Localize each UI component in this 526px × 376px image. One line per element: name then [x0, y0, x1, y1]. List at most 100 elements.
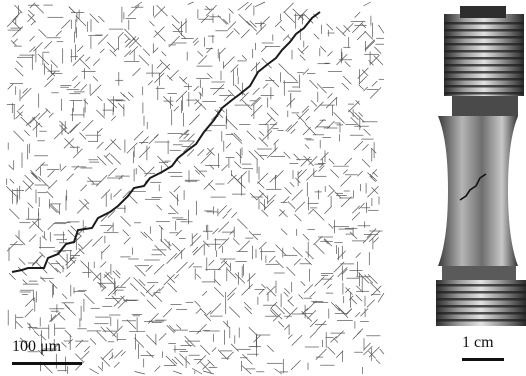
microcrack-segment: [28, 15, 35, 22]
microcrack-segment: [213, 84, 224, 95]
microcrack-segment: [371, 55, 380, 64]
microcrack-segment: [30, 36, 35, 41]
microcrack-segment: [77, 203, 87, 213]
microcrack-segment: [201, 153, 212, 164]
microcrack-segment: [362, 144, 368, 150]
microcrack-segment: [292, 190, 303, 201]
microcrack-segment: [364, 87, 368, 91]
microcrack-segment: [15, 68, 23, 76]
microcrack-segment: [357, 31, 366, 40]
microcrack-segment: [358, 171, 363, 176]
microcrack-segment: [189, 263, 194, 268]
microcrack-segment: [188, 134, 195, 141]
microcrack-segment: [313, 236, 322, 245]
microcrack-segment: [290, 182, 294, 186]
microcrack-segment: [328, 51, 333, 56]
microcrack-segment: [327, 121, 335, 129]
microcrack-segment: [72, 76, 77, 81]
microcrack-segment: [149, 21, 154, 26]
microcrack-field: [6, 2, 384, 374]
microcrack-segment: [345, 62, 351, 67]
microcrack-segment: [61, 166, 66, 171]
microcrack-segment: [212, 348, 216, 352]
microcrack-segment: [97, 96, 102, 101]
microcrack-segment: [369, 60, 374, 65]
microcrack-segment: [345, 158, 352, 165]
microcrack-segment: [326, 24, 333, 30]
microcrack-segment: [147, 300, 156, 309]
microcrack-segment: [275, 20, 282, 27]
microcrack-segment: [227, 352, 233, 358]
microcrack-segment: [82, 239, 92, 249]
microcrack-segment: [284, 3, 294, 13]
microcrack-segment: [202, 362, 210, 370]
microcrack-segment: [49, 281, 57, 289]
microcrack-segment: [82, 120, 93, 131]
thread-ridge: [436, 291, 526, 294]
microcrack-segment: [77, 46, 83, 52]
microcrack-segment: [249, 231, 258, 240]
microcrack-segment: [74, 82, 80, 88]
microcrack-segment: [351, 299, 357, 305]
microcrack-segment: [139, 55, 149, 65]
microcrack-segment: [369, 351, 376, 358]
microcrack-segment: [81, 84, 87, 90]
microcrack-segment: [295, 214, 302, 221]
microcrack-segment: [49, 205, 57, 213]
microcrack-segment: [169, 70, 178, 79]
microcrack-segment: [145, 167, 155, 177]
microcrack-segment: [189, 115, 199, 125]
microcrack-segment: [111, 140, 121, 150]
microcrack-segment: [114, 362, 119, 367]
microcrack-segment: [74, 166, 78, 170]
microcrack-segment: [229, 307, 240, 318]
microcrack-segment: [71, 249, 82, 259]
microcrack-segment: [320, 152, 328, 160]
microcrack-segment: [209, 184, 216, 191]
microcrack-segment: [62, 294, 67, 299]
microcrack-segment: [273, 314, 281, 322]
microcrack-segment: [162, 52, 167, 57]
microcrack-segment: [154, 293, 162, 301]
microcrack-segment: [146, 267, 151, 272]
microcrack-segment: [334, 338, 338, 342]
microcrack-segment: [141, 232, 147, 238]
microcrack-segment: [146, 285, 154, 293]
microcrack-segment: [138, 166, 145, 173]
thread-ridge: [444, 29, 524, 32]
microcrack-segment: [267, 113, 275, 121]
microcrack-segment: [244, 302, 252, 310]
microcrack-segment: [369, 231, 380, 242]
microcrack-segment: [157, 156, 163, 162]
microcrack-segment: [224, 261, 230, 267]
microcrack-segment: [218, 15, 227, 24]
microcrack-segment: [317, 321, 326, 331]
microcrack-segment: [135, 372, 145, 375]
microcrack-segment: [73, 55, 84, 66]
microcrack-segment: [357, 329, 363, 335]
microcrack-segment: [310, 292, 316, 298]
microcrack-segment: [242, 354, 252, 364]
microcrack-segment: [231, 65, 239, 73]
microcrack-segment: [309, 80, 318, 89]
microcrack-segment: [360, 309, 368, 317]
microcrack-segment: [98, 128, 103, 133]
microcrack-segment: [133, 68, 141, 76]
microcrack-segment: [223, 57, 234, 68]
microcrack-segment: [58, 313, 65, 320]
microcrack-segment: [326, 97, 337, 108]
microcrack-segment: [90, 369, 99, 374]
microcrack-segment: [328, 93, 333, 98]
microcrack-segment: [48, 170, 55, 177]
microcrack-segment: [343, 170, 347, 174]
microcrack-segment: [288, 335, 292, 339]
microcrack-segment: [98, 16, 104, 22]
microcrack-segment: [47, 191, 54, 198]
microcrack-segment: [368, 274, 377, 283]
microcrack-segment: [25, 298, 34, 307]
microcrack-segment: [308, 209, 313, 214]
microcrack-segment: [262, 284, 266, 288]
microcrack-segment: [242, 55, 247, 60]
microcrack-segment: [314, 102, 324, 112]
microcrack-segment: [207, 148, 215, 156]
